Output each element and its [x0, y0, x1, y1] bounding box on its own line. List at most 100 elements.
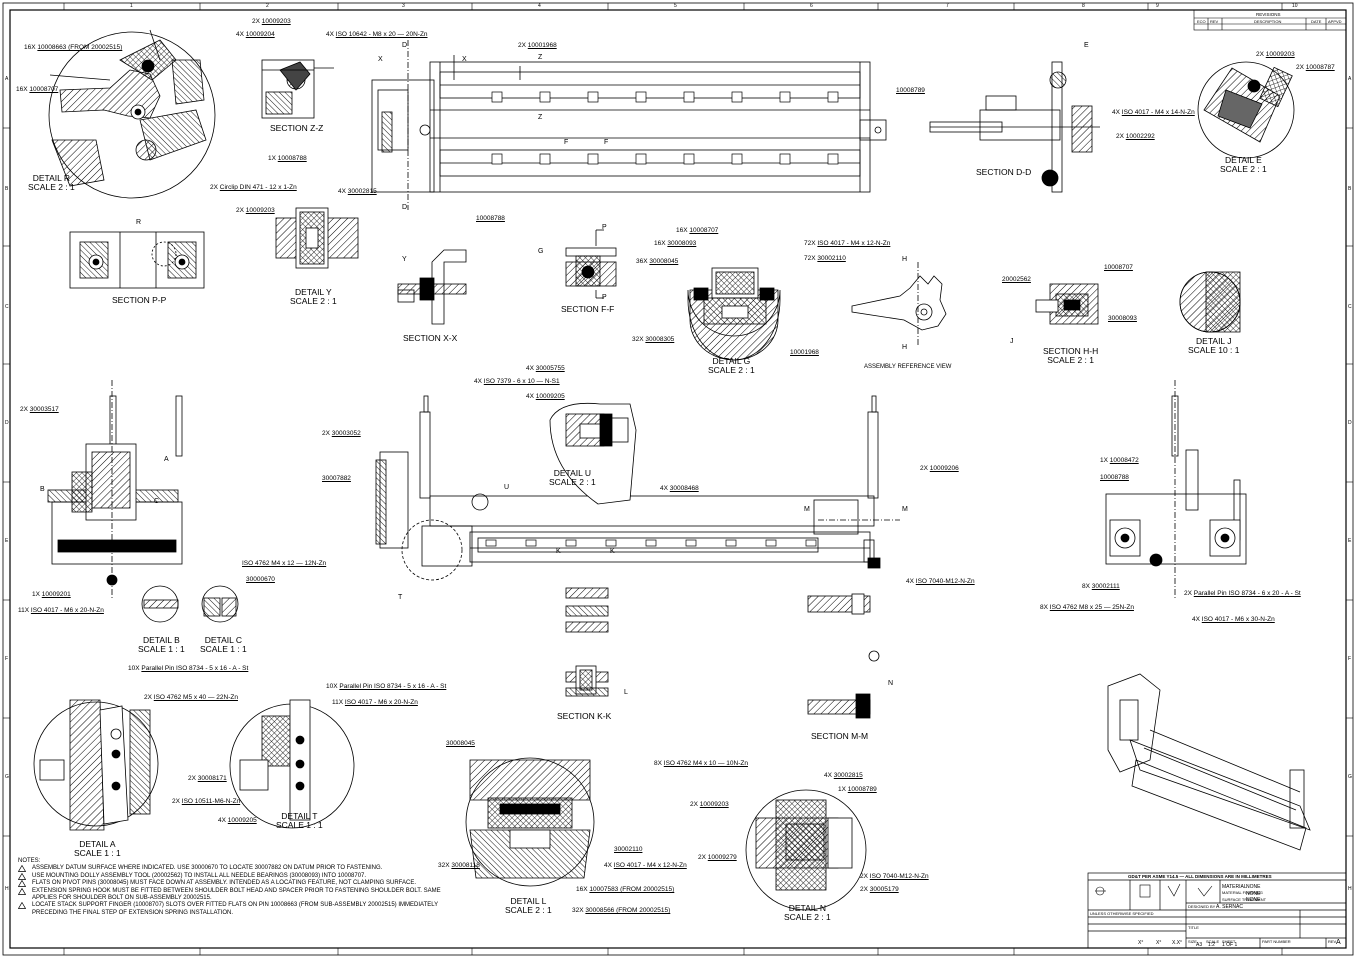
revisions-header: DATE	[1311, 19, 1322, 24]
callout-part: 30008093	[667, 240, 697, 247]
title-block-banner: GD&T PER ASME Y14.5 — ALL DIMENSIONS ARE…	[1128, 874, 1272, 879]
callout: 4X ISO 4017 - M4 x 14-N-Zn	[1112, 109, 1195, 116]
callout: 4X ISO 7379 - 6 x 10 — N-S1	[474, 378, 560, 385]
tolerance-value: X°	[1138, 940, 1144, 946]
view-scale-line: SCALE 1 : 1	[138, 644, 185, 654]
callout: 4X ISO 10642 - M8 x 20 — 20N-Zn	[326, 31, 428, 38]
callout: 10008788	[476, 215, 505, 222]
callout-qty: 2X	[236, 207, 246, 214]
callout-qty: 16X	[576, 886, 590, 893]
zone-side-label: H	[5, 886, 9, 892]
callout-qty: 4X	[1192, 616, 1202, 623]
callout-qty: 2X	[210, 184, 220, 191]
zone-top-label: 3	[402, 3, 405, 9]
callout: 16X 30008093	[654, 240, 696, 247]
callout-qty: 2X	[172, 798, 182, 805]
callout-qty: 4X	[824, 772, 834, 779]
view-title-line: DETAIL C	[204, 635, 243, 645]
view-title-detail-b: DETAIL B SCALE 1 : 1	[138, 636, 185, 654]
main-top-view	[371, 40, 887, 210]
zone-side-label: E	[5, 538, 9, 544]
section-xx-drawing	[397, 249, 467, 325]
callout-part: 10009205	[227, 817, 257, 824]
view-title-detail-l: DETAIL L SCALE 2 : 1	[505, 897, 552, 915]
callout: 4X ISO 4017 - M6 x 30-N-Zn	[1192, 616, 1275, 623]
detail-a-drawing	[33, 699, 159, 831]
callout-part: ISO 4762 M5 x 40 — 22N-Zn	[153, 694, 238, 701]
callout: 30008093	[1108, 315, 1137, 322]
callout-qty: 4X	[604, 862, 614, 869]
callout-part: 10009203	[699, 801, 729, 808]
callout-part: 10009203	[261, 18, 291, 25]
rev-value: A	[1336, 939, 1341, 946]
main-view-fasteners	[485, 91, 839, 547]
callout-part: 10008787	[1305, 64, 1335, 71]
callout-part: 10008707	[689, 227, 719, 234]
callout: 10008788	[1100, 474, 1129, 481]
view-title-line: SECTION K-K	[557, 711, 612, 721]
note-text: EXTENSION SPRING HOOK MUST BE FITTED BET…	[32, 887, 441, 902]
zone-side-label: F	[1348, 656, 1352, 662]
note-text: FLATS ON PIVOT PINS (30008045) MUST FACE…	[32, 880, 416, 887]
note-item: ASSEMBLY DATUM SURFACE WHERE INDICATED. …	[18, 865, 458, 873]
note-item: FLATS ON PIVOT PINS (30008045) MUST FACE…	[18, 880, 458, 888]
callout: 4X 10009204	[236, 31, 275, 38]
callout-part: 10009279	[707, 854, 737, 861]
callout-qty: 2X	[920, 465, 930, 472]
callout-part: 30008118	[451, 862, 480, 869]
view-scale-line: SCALE 2 : 1	[549, 477, 596, 487]
section-letter: F	[604, 139, 609, 146]
detail-letter: Y	[402, 256, 407, 263]
note-text: USE MOUNTING DOLLY ASSEMBLY TOOL (200025…	[32, 872, 367, 879]
callout-part: ISO 4017 - M4 x 12-N-Zn	[817, 240, 891, 247]
view-title-detail-n: DETAIL N SCALE 2 : 1	[784, 904, 831, 922]
callout-part: Parallel Pin ISO 8734 - 6 x 20 - A - St	[1193, 590, 1301, 597]
callout-qty: 36X	[636, 258, 650, 265]
note-item: USE MOUNTING DOLLY ASSEMBLY TOOL (200025…	[18, 872, 458, 880]
sheet-value: 1 OF 1	[1222, 942, 1238, 948]
callout-part: 30002815	[347, 188, 377, 195]
detail-g-drawing	[687, 267, 781, 361]
callout-part: ISO 4017 - M4 x 14-N-Zn	[1121, 109, 1195, 116]
view-scale-line: SCALE 2 : 1	[1047, 355, 1095, 365]
zone-top-label: 2	[266, 3, 269, 9]
left-side-view	[47, 380, 183, 600]
view-scale-line: SCALE 2 : 1	[1220, 164, 1267, 174]
view-title-section-kk: SECTION K-K	[557, 712, 611, 721]
section-letter: D	[402, 204, 408, 211]
callout-part: 10007583 (FROM 20002515)	[589, 886, 675, 893]
section-dd-drawing	[929, 61, 1100, 193]
callout-qty: 2X	[518, 42, 528, 49]
callout-part: ISO 10511-M6-N-Zn	[181, 798, 241, 805]
callout-qty: 4X	[326, 31, 336, 38]
detail-r-drawing	[48, 29, 216, 199]
view-title-line: SECTION D-D	[976, 167, 1032, 177]
callout-part: 10008788	[476, 215, 505, 222]
callout-part: 10009205	[535, 393, 565, 400]
view-scale-line: SCALE 2 : 1	[28, 182, 75, 192]
callout-qty: 2X	[1296, 64, 1306, 71]
tolerance-value: X°	[1156, 940, 1162, 946]
callout-part: 20002562	[1002, 276, 1031, 283]
callout-qty: 11X	[332, 699, 345, 706]
view-title-section-zz: SECTION Z-Z	[270, 124, 323, 133]
callout-part: 30008171	[197, 775, 227, 782]
callout-part: 30000670	[246, 576, 275, 583]
callout: ISO 4762 M4 x 12 — 12N-Zn	[242, 560, 326, 567]
view-title-line: DETAIL J	[1196, 336, 1232, 346]
section-kk-drawing	[565, 587, 609, 697]
size-value: A3	[1196, 942, 1203, 948]
callout-qty: 8X	[1040, 604, 1050, 611]
callout-part: 10008788	[277, 155, 307, 162]
callout: 2X 30005179	[860, 886, 899, 893]
view-title-detail-c: DETAIL C SCALE 1 : 1	[200, 636, 247, 654]
callout-part: Parallel Pin ISO 8734 - 5 x 16 - A - St	[339, 683, 447, 690]
callout-qty: 2X	[690, 801, 700, 808]
view-scale-line: SCALE 1 : 1	[74, 848, 121, 858]
note-text: ASSEMBLY DATUM SURFACE WHERE INDICATED. …	[32, 865, 383, 872]
revisions-header: APPVD	[1328, 19, 1342, 24]
callout: 16X 10007583 (FROM 20002515)	[576, 886, 674, 893]
callout: 2X ISO 4762 M5 x 40 — 22N-Zn	[144, 694, 238, 701]
section-letter: H	[902, 344, 908, 351]
detail-letter: A	[164, 456, 169, 463]
